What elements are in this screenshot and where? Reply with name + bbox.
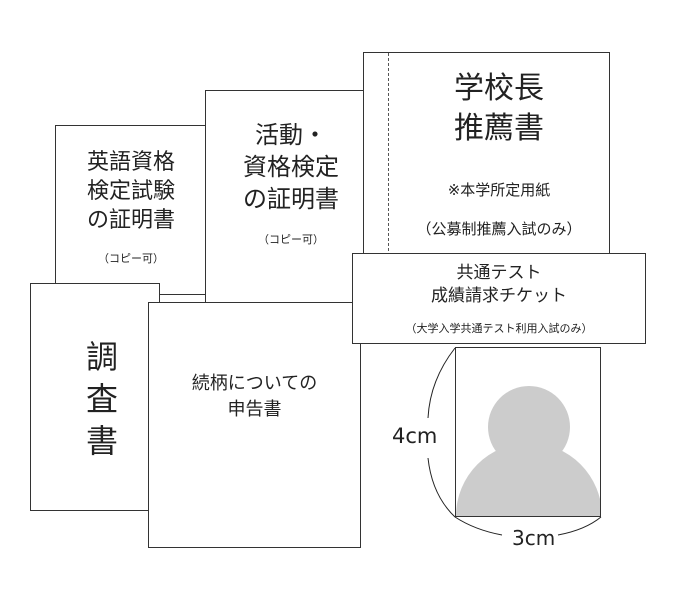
ticket-card: 共通テスト 成績請求チケット （大学入学共通テスト利用入試のみ） bbox=[352, 253, 646, 344]
activity-cert-line: の証明書 bbox=[243, 185, 339, 213]
survey-line: 書 bbox=[85, 422, 118, 460]
person-silhouette-icon bbox=[456, 386, 600, 516]
principal-rec-line: 推薦書 bbox=[454, 111, 544, 146]
activity-cert-line: 活動・ bbox=[255, 121, 327, 149]
relationship-declaration-card: 続柄についての 申告書 bbox=[148, 302, 361, 548]
photo-frame bbox=[455, 347, 601, 517]
english-cert-line: 検定試験 bbox=[86, 179, 175, 204]
activity-certificate-card: 活動・ 資格検定 の証明書 （コピー可） bbox=[205, 90, 377, 305]
conduct-line: 申告書 bbox=[227, 399, 282, 420]
conduct-line: 続柄についての bbox=[191, 373, 318, 394]
principal-rec-line: 学校長 bbox=[454, 71, 544, 106]
english-cert-line: 英語資格 bbox=[86, 150, 175, 175]
english-cert-note: （コピー可） bbox=[98, 252, 164, 265]
photo-height-label: 4cm bbox=[392, 424, 438, 448]
principal-rec-note1: ※本学所定用紙 bbox=[447, 181, 551, 199]
survey-line: 調 bbox=[85, 338, 118, 376]
ticket-note: （大学入学共通テスト利用入試のみ） bbox=[405, 322, 593, 335]
ticket-line: 成績請求チケット bbox=[431, 286, 567, 306]
survey-line: 査 bbox=[85, 380, 118, 418]
activity-cert-line: 資格検定 bbox=[243, 153, 339, 181]
activity-cert-note: （コピー可） bbox=[258, 233, 324, 246]
survey-report-card: 調 査 書 bbox=[30, 283, 160, 511]
principal-recommendation-card: 学校長 推薦書 ※本学所定用紙 bbox=[363, 52, 610, 262]
english-cert-line: の証明書 bbox=[86, 208, 175, 233]
fold-line bbox=[388, 53, 389, 261]
principal-rec-note2: （公募制推薦入試のみ） bbox=[416, 220, 582, 238]
photo-width-label: 3cm bbox=[512, 526, 556, 550]
english-certificate-card: 英語資格 検定試験 の証明書 （コピー可） bbox=[55, 125, 207, 295]
ticket-line: 共通テスト bbox=[456, 263, 542, 283]
